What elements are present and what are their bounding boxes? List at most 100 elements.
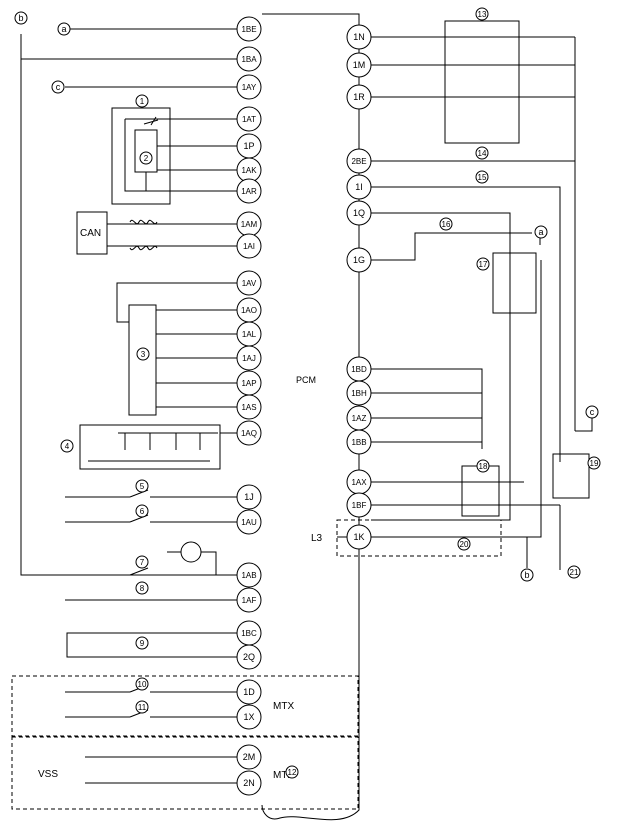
- left-pin-2N: 2N: [236, 770, 262, 796]
- component-number-16: 16: [439, 217, 453, 231]
- left-pin-1BE: 1BE: [236, 16, 262, 42]
- left-pin-column: 1BE1BA1AY1AT1P1AK1AR1AM1AI1AV1AO1AL1AJ1A…: [236, 16, 262, 796]
- left-pin-1AL: 1AL: [236, 321, 262, 347]
- svg-text:1AL: 1AL: [242, 330, 257, 339]
- right-wiring: [336, 20, 593, 570]
- svg-text:1AX: 1AX: [351, 478, 367, 487]
- svg-text:1I: 1I: [355, 182, 363, 192]
- component-number-5: 5: [135, 479, 149, 493]
- left-pin-2Q: 2Q: [236, 644, 262, 670]
- svg-text:1AO: 1AO: [241, 306, 257, 315]
- component-number-15: 15: [475, 170, 489, 184]
- svg-text:a: a: [538, 227, 543, 237]
- svg-text:1AV: 1AV: [242, 279, 257, 288]
- svg-text:c: c: [56, 82, 61, 92]
- svg-text:1AM: 1AM: [241, 220, 258, 229]
- svg-text:3: 3: [141, 350, 146, 359]
- left-pin-1AU: 1AU: [236, 509, 262, 535]
- svg-text:19: 19: [590, 459, 599, 468]
- svg-text:1AT: 1AT: [242, 115, 256, 124]
- left-pin-1AK: 1AK: [236, 157, 262, 183]
- left-pin-1AY: 1AY: [236, 74, 262, 100]
- svg-text:2N: 2N: [243, 778, 255, 788]
- component-number-19: 19: [587, 456, 601, 470]
- can-label: CAN: [80, 228, 101, 239]
- svg-text:1AZ: 1AZ: [352, 414, 367, 423]
- component-number-14: 14: [475, 146, 489, 160]
- svg-text:21: 21: [570, 568, 579, 577]
- vss-label: VSS: [38, 769, 58, 780]
- left-pin-1AQ: 1AQ: [236, 420, 262, 446]
- connector-b-1: b: [14, 11, 28, 25]
- svg-text:1J: 1J: [244, 492, 254, 502]
- svg-text:4: 4: [65, 442, 70, 451]
- svg-text:b: b: [524, 570, 529, 580]
- right-pin-1BB: 1BB: [346, 429, 372, 455]
- connector-c-4: c: [585, 405, 599, 419]
- connector-c-2: c: [51, 80, 65, 94]
- svg-text:1P: 1P: [243, 141, 254, 151]
- connector-b-5: b: [520, 568, 534, 582]
- left-pin-1BA: 1BA: [236, 46, 262, 72]
- right-pin-1N: 1N: [346, 24, 372, 50]
- svg-text:1AS: 1AS: [241, 403, 256, 412]
- svg-text:7: 7: [140, 558, 145, 567]
- svg-text:1Q: 1Q: [353, 208, 365, 218]
- component-number-13: 13: [475, 7, 489, 21]
- left-pin-1AP: 1AP: [236, 370, 262, 396]
- svg-text:11: 11: [138, 703, 147, 712]
- svg-text:1M: 1M: [353, 60, 366, 70]
- svg-text:b: b: [18, 13, 23, 23]
- svg-text:1X: 1X: [243, 712, 254, 722]
- left-pin-1AS: 1AS: [236, 394, 262, 420]
- left-pin-2M: 2M: [236, 744, 262, 770]
- right-pin-1BH: 1BH: [346, 380, 372, 406]
- l3-label: L3: [311, 533, 323, 544]
- component-number-4: 4: [60, 439, 74, 453]
- left-pin-1AO: 1AO: [236, 297, 262, 323]
- component-number-9: 9: [135, 636, 149, 650]
- svg-text:1R: 1R: [353, 92, 365, 102]
- svg-text:1BF: 1BF: [352, 501, 367, 510]
- right-pin-1Q: 1Q: [346, 200, 372, 226]
- svg-text:12: 12: [288, 768, 297, 777]
- svg-text:1BH: 1BH: [351, 389, 367, 398]
- left-pin-1AB: 1AB: [236, 562, 262, 588]
- svg-text:1BD: 1BD: [351, 365, 367, 374]
- component-number-12: 12: [285, 765, 299, 779]
- right-pin-1BF: 1BF: [346, 492, 372, 518]
- svg-text:17: 17: [479, 260, 488, 269]
- svg-text:1AJ: 1AJ: [242, 354, 256, 363]
- svg-text:1N: 1N: [353, 32, 365, 42]
- component-number-6: 6: [135, 504, 149, 518]
- svg-text:18: 18: [479, 462, 488, 471]
- pcm-label: PCM: [296, 375, 316, 385]
- mtx-label-2: MTX: [273, 770, 294, 781]
- left-pin-1AM: 1AM: [236, 211, 262, 237]
- svg-text:2Q: 2Q: [243, 652, 255, 662]
- left-pin-1AF: 1AF: [236, 587, 262, 613]
- right-pin-2BE: 2BE: [346, 148, 372, 174]
- svg-text:1AR: 1AR: [241, 187, 257, 196]
- left-pin-1AT: 1AT: [236, 106, 262, 132]
- component-number-3: 3: [136, 347, 150, 361]
- svg-text:14: 14: [478, 149, 487, 158]
- svg-text:8: 8: [140, 584, 145, 593]
- svg-text:1BE: 1BE: [241, 25, 256, 34]
- svg-text:15: 15: [478, 173, 487, 182]
- svg-text:16: 16: [442, 220, 451, 229]
- svg-text:2M: 2M: [243, 752, 256, 762]
- component-number-8: 8: [135, 581, 149, 595]
- svg-text:20: 20: [460, 540, 469, 549]
- left-pin-1BC: 1BC: [236, 620, 262, 646]
- svg-text:1D: 1D: [243, 687, 255, 697]
- svg-text:13: 13: [478, 10, 487, 19]
- right-pin-1K: 1K: [346, 524, 372, 550]
- component-number-11: 11: [135, 700, 149, 714]
- right-pin-1R: 1R: [346, 84, 372, 110]
- left-wiring: [11, 28, 359, 810]
- left-pin-1P: 1P: [236, 133, 262, 159]
- left-pin-1D: 1D: [236, 679, 262, 705]
- component-number-1: 1: [135, 94, 149, 108]
